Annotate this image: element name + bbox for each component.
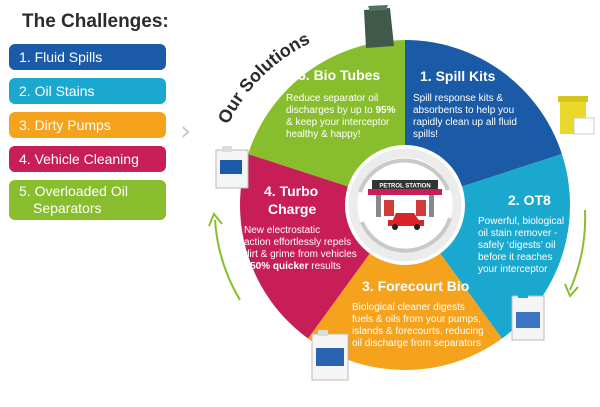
forecourt-bio-line1: Biological cleaner digests	[352, 302, 465, 313]
turbo-charge-line1: New electrostatic	[244, 225, 320, 236]
bio-tubes-line2: discharges by up to 95%	[286, 105, 396, 116]
center-ring-band	[348, 148, 462, 262]
challenge-fluid-spills: 1. Fluid Spills	[9, 44, 166, 70]
forecourt-bio-line3: islands & forecourts, reducing	[352, 326, 484, 337]
forecourt-bio-container-icon	[311, 330, 349, 381]
ot8-line1: Powerful, biological	[478, 216, 564, 227]
turbo-charge-title2: Charge	[268, 201, 316, 217]
segment-forecourt-bio	[308, 205, 502, 371]
cycle-arrow-right-head	[564, 283, 579, 298]
ot8-line2: oil stain remover -	[478, 228, 557, 239]
ot8-line4: before it reaches	[478, 252, 553, 263]
center-ring	[345, 145, 465, 265]
turbo-charge-title: 4. Turbo	[264, 183, 318, 199]
center-arrow-icon-2	[360, 217, 452, 253]
bio-tubes-bag-icon	[364, 5, 394, 48]
challenge-overloaded-line1: 5. Overloaded Oil	[19, 183, 128, 199]
spill-kit-bin-icon	[558, 96, 595, 135]
spill-kits-line4: spills!	[413, 129, 438, 140]
spill-kits-title: 1. Spill Kits	[420, 68, 496, 84]
challenge-vehicle-cleaning: 4. Vehicle Cleaning	[9, 146, 166, 172]
bio-tubes-line1: Reduce separator oil	[286, 93, 378, 104]
petrol-station-icon: PETROL STATION	[368, 180, 442, 230]
bio-tubes-title: 5. Bio Tubes	[298, 67, 380, 83]
turbo-charge-highlight: - 50% quicker	[244, 261, 309, 272]
cycle-arrow-left-head	[208, 212, 223, 227]
challenge-dirty-pumps: 3. Dirty Pumps	[9, 112, 166, 138]
petrol-station-sign: PETROL STATION	[379, 184, 430, 190]
ot8-line5: your interceptor	[478, 264, 548, 275]
spill-kits-line3: rapidly clean up all fluid	[413, 117, 517, 128]
bio-tubes-line3: & keep your interceptor	[286, 117, 390, 128]
turbo-charge-line3: dirt & grime from vehicles	[244, 249, 357, 260]
challenge-oil-stains: 2. Oil Stains	[9, 78, 166, 104]
challenge-overloaded-line2: Separators	[33, 200, 102, 216]
ot8-line3: safely ‘digests’ oil	[478, 240, 555, 251]
cycle-arrow-left	[214, 219, 241, 301]
forecourt-bio-title: 3. Forecourt Bio	[362, 278, 469, 294]
turbo-charge-line4: - 50% quicker results	[244, 261, 341, 272]
chevron-right-icon: ›	[180, 114, 192, 147]
bio-tubes-percent: 95%	[376, 105, 396, 116]
ot8-title: 2. OT8	[508, 192, 551, 208]
bio-tubes-line4: healthy & happy!	[286, 129, 361, 140]
forecourt-bio-line4: oil discharge from separators	[352, 338, 481, 349]
challenges-title: The Challenges:	[22, 11, 169, 32]
challenge-overloaded-separators: 5. Overloaded Oil Separators	[9, 180, 166, 220]
center-arrow-icon	[358, 158, 450, 193]
turbo-charge-tail: results	[308, 261, 340, 272]
turbo-charge-container-icon	[215, 146, 249, 189]
bio-tubes-line2-text: discharges by up to	[286, 105, 376, 116]
spill-kits-line1: Spill response kits &	[413, 93, 503, 104]
ot8-container-icon	[511, 292, 545, 341]
spill-kits-line2: absorbents to help you	[413, 105, 514, 116]
forecourt-bio-line2: fuels & oils from your pumps,	[352, 314, 481, 325]
cycle-arrow-right	[569, 209, 587, 291]
turbo-charge-line2: action effortlessly repels	[244, 237, 351, 248]
